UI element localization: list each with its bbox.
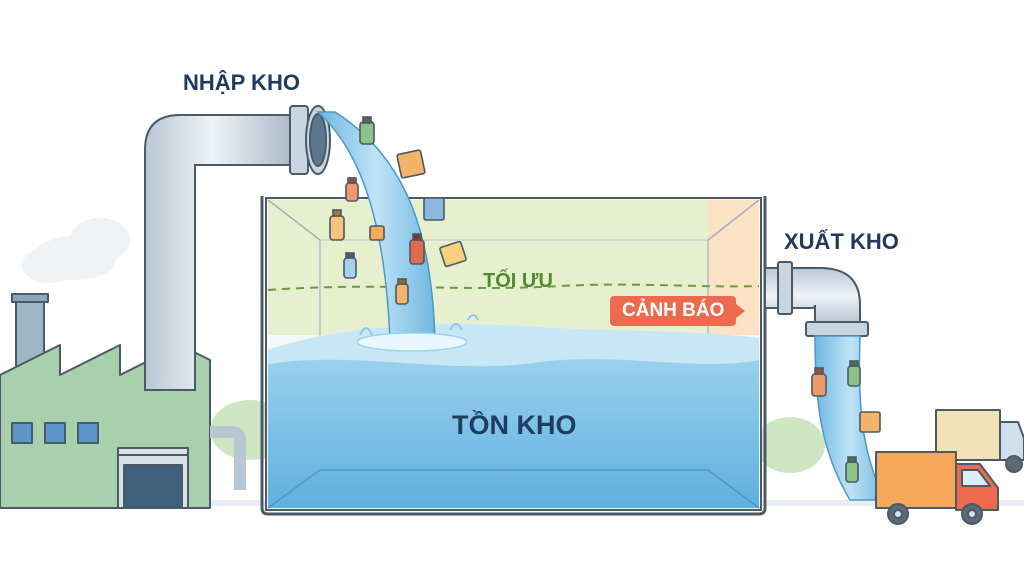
truck-icon (875, 451, 999, 525)
bottle-icon (359, 116, 375, 145)
bottle-icon (329, 209, 345, 241)
box-icon (859, 411, 881, 433)
optimal-level-label: TỐI ƯU (483, 270, 553, 292)
bottle-icon (845, 456, 859, 483)
bottle-icon (409, 233, 425, 265)
box-icon (396, 149, 426, 179)
box-icon (369, 225, 385, 241)
drain-pipe-icon (210, 426, 246, 490)
inventory-label: TỒN KHO (452, 410, 577, 440)
bottle-icon (395, 278, 409, 305)
outbound-pipe-icon (764, 261, 869, 337)
optimal-level-line (267, 283, 760, 291)
inbound-pipe-icon (144, 105, 331, 391)
outflow-items (811, 360, 881, 483)
outbound-label: XUẤT KHO (784, 229, 899, 254)
water-tank-icon (260, 196, 767, 516)
box-icon (423, 197, 445, 221)
bottle-icon (343, 252, 357, 279)
inbound-label: NHẬP KHO (183, 70, 300, 95)
bottle-icon (345, 177, 359, 202)
box-icon (439, 240, 467, 268)
bottle-icon (811, 367, 827, 397)
warning-badge: CẢNH BÁO (610, 296, 746, 326)
bottle-icon (847, 360, 861, 387)
inflow-items (329, 116, 467, 305)
inventory-water (268, 346, 759, 508)
cloud-icon (22, 218, 130, 283)
